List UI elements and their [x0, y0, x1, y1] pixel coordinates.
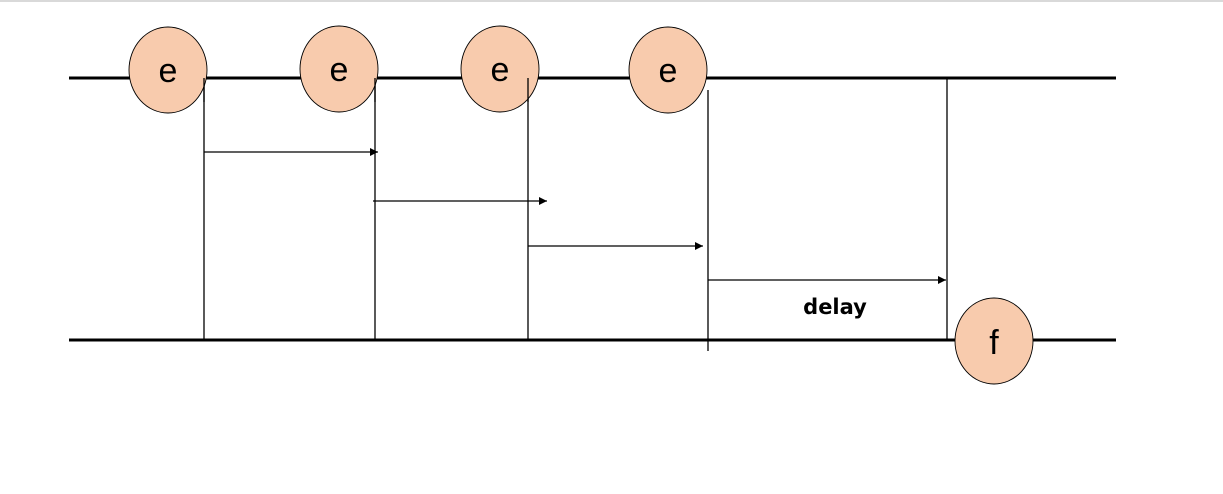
- event-node-label: e: [659, 52, 678, 90]
- event-node-4: e: [628, 26, 708, 114]
- delay-label: delay: [803, 295, 867, 319]
- event-node-label: e: [159, 52, 178, 90]
- event-node-3: e: [460, 25, 540, 113]
- output-node-label: f: [989, 324, 999, 362]
- event-node-1: e: [128, 26, 208, 114]
- event-node-label: e: [330, 51, 349, 89]
- event-node-label: e: [491, 51, 510, 89]
- event-node-2: e: [299, 25, 379, 113]
- output-event-node: f: [954, 297, 1034, 385]
